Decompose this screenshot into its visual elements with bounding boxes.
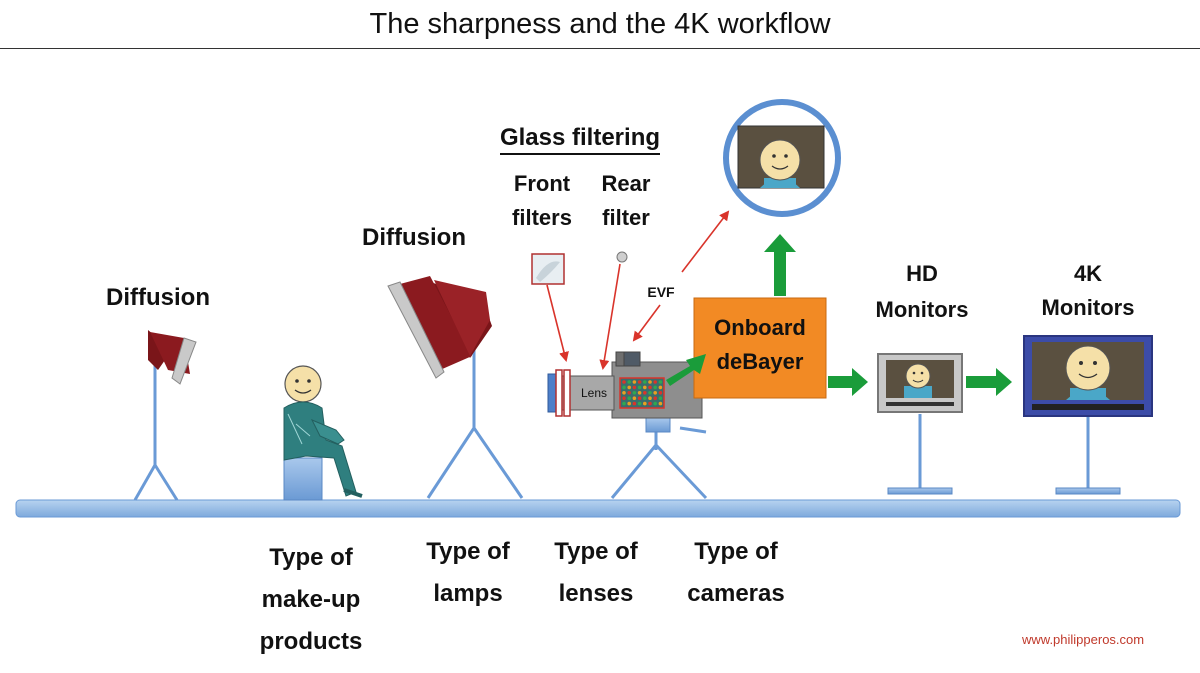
sensor-dot	[648, 396, 652, 401]
sensor-dot	[627, 396, 631, 401]
lenses-line1: Type of	[554, 538, 638, 565]
lens-label: Lens	[580, 386, 608, 400]
k4-monitor	[1023, 335, 1153, 495]
sensor-dot	[627, 401, 631, 406]
sensor-dot	[637, 396, 642, 401]
lenses-line2: lenses	[558, 580, 634, 607]
camera	[547, 351, 708, 500]
glass-filtering-heading: Glass filtering	[480, 118, 680, 158]
front-filters-line1: Front	[513, 171, 571, 196]
sensor-dot	[622, 391, 626, 395]
green-arrows	[666, 234, 1012, 396]
sensor-dot	[627, 391, 631, 395]
sensor-dot	[648, 401, 652, 406]
makeup-line3: products	[259, 628, 363, 655]
diffusion-left-label: Diffusion	[106, 284, 210, 311]
sensor-dot	[653, 396, 657, 401]
evf-label: EVF	[647, 284, 675, 300]
sensor-dot	[632, 391, 637, 395]
sensor-dot	[622, 385, 626, 390]
sensor-dot	[653, 385, 657, 390]
sensor-dot	[648, 391, 652, 395]
arrow-onboard-monitor	[681, 210, 730, 273]
seat-box	[283, 457, 323, 501]
sensor-dot	[643, 401, 647, 406]
diffusion-middle-label: Diffusion	[362, 224, 466, 251]
debayer-box	[693, 297, 827, 399]
left-lamp	[133, 330, 197, 501]
sensor-dot	[643, 396, 647, 401]
debayer-line1: Onboard	[714, 315, 806, 340]
arrow-evf	[632, 304, 661, 342]
hd-monitor	[877, 353, 963, 495]
sensor-dot	[632, 380, 637, 384]
page-title: The sharpness and the 4K workflow	[369, 8, 831, 40]
sensor-dot	[637, 385, 642, 390]
sensor-grid	[619, 377, 665, 409]
sensor-dot	[622, 396, 626, 401]
sensor-dot	[648, 380, 652, 384]
sensor-dot	[658, 396, 663, 401]
sensor-dot	[632, 396, 637, 401]
makeup-line1: Type of	[269, 544, 353, 571]
makeup-line2: make-up	[261, 586, 361, 613]
cameras-line1: Type of	[694, 538, 778, 565]
cameras-line2: cameras	[687, 580, 785, 607]
debayer-line2: deBayer	[716, 349, 804, 374]
k4-monitors-line2: Monitors	[1041, 295, 1135, 320]
sensor-dot	[632, 385, 637, 390]
sensor-dot	[637, 380, 642, 384]
rear-filter-dot	[616, 251, 628, 263]
sensor-dot	[658, 401, 663, 406]
sensor-dot	[622, 380, 626, 384]
sensor-dot	[648, 385, 652, 390]
sensor-dot	[627, 380, 631, 384]
rear-filter-line2: filter	[602, 205, 650, 230]
hd-monitors-line1: HD	[906, 261, 938, 286]
floor-bar	[15, 499, 1181, 518]
sensor-dot	[658, 380, 663, 384]
k4-monitors-line1: 4K	[1073, 261, 1103, 286]
glass-filtering-text: Glass filtering	[499, 124, 661, 155]
sensor-dot	[653, 401, 657, 406]
arrow-front-filter	[546, 284, 569, 362]
front-filters-line2: filters	[512, 205, 572, 230]
sensor-dot	[637, 401, 642, 406]
sensor-dot	[643, 391, 647, 395]
sensor-dot	[622, 401, 626, 406]
website-credit: www.philipperos.com	[1022, 632, 1145, 647]
sensor-dot	[658, 391, 663, 395]
hd-monitors-line2: Monitors	[875, 297, 969, 322]
person-head	[284, 365, 322, 403]
rear-filter-line1: Rear	[601, 171, 651, 196]
seated-person	[283, 365, 363, 501]
sensor-dot	[637, 391, 642, 395]
sensor-dot	[643, 385, 647, 390]
lamps-line1: Type of	[426, 538, 510, 565]
sensor-dot	[643, 380, 647, 384]
arrow-rear-filter	[599, 263, 621, 370]
sensor-dot	[658, 385, 663, 390]
sensor-dot	[632, 401, 637, 406]
sensor-dot	[627, 385, 631, 390]
middle-lamp	[387, 276, 524, 499]
sensor-dot	[653, 391, 657, 395]
onboard-monitor	[723, 99, 841, 217]
title-divider	[0, 48, 1200, 49]
sensor-dot	[653, 380, 657, 384]
lamps-line2: lamps	[433, 580, 503, 607]
